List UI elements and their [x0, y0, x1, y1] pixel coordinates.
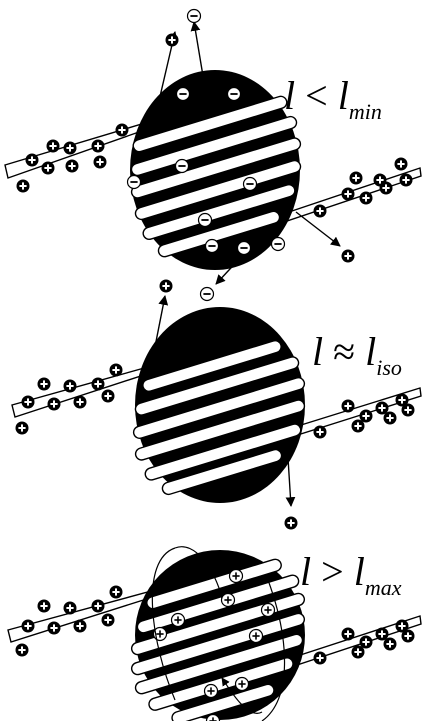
positive-charge-icon [15, 178, 31, 194]
positive-charge-icon [114, 122, 130, 138]
label-operator: ≈ [333, 329, 356, 374]
negative-charge-icon [204, 238, 220, 254]
positive-charge-icon [283, 515, 299, 531]
positive-charge-icon [62, 600, 78, 616]
positive-charge-icon [340, 186, 356, 202]
negative-charge-icon [186, 8, 202, 24]
positive-charge-icon [358, 190, 374, 206]
negative-charge-icon [236, 240, 252, 256]
positive-charge-icon [398, 172, 414, 188]
emission-arrow [190, 21, 206, 89]
positive-charge-icon [108, 362, 124, 378]
positive-charge-icon [350, 644, 366, 660]
negative-charge-icon [199, 286, 215, 302]
positive-charge-icon [312, 203, 328, 219]
positive-charge-icon [90, 138, 106, 154]
negative-charge-icon [174, 158, 190, 174]
positive-charge-icon [90, 376, 106, 392]
positive-charge-icon [100, 612, 116, 628]
label-base: l [337, 73, 349, 118]
positive-charge-icon [170, 612, 186, 628]
emission-arrow [285, 441, 296, 507]
positive-charge-icon [24, 152, 40, 168]
label-base: l [365, 329, 377, 374]
emission-arrow [295, 211, 341, 247]
label-variable: l [284, 73, 296, 118]
positive-charge-icon [108, 584, 124, 600]
label-variable: l [300, 549, 312, 594]
positive-charge-icon [14, 642, 30, 658]
positive-charge-icon [378, 180, 394, 196]
negative-charge-icon [226, 86, 242, 102]
positive-charge-icon [340, 626, 356, 642]
positive-charge-icon [382, 636, 398, 652]
positive-charge-icon [14, 420, 30, 436]
condition-label-max: l > lmax [300, 549, 401, 599]
positive-charge-icon [46, 396, 62, 412]
panel-2-diagram [11, 278, 422, 531]
condition-label-min: l < lmin [284, 73, 382, 123]
positive-charge-icon [312, 424, 328, 440]
positive-charge-icon [382, 410, 398, 426]
positive-charge-icon [72, 618, 88, 634]
label-variable: l [312, 329, 324, 374]
label-subscript: max [364, 575, 402, 600]
positive-charge-icon [228, 568, 244, 584]
panel-1-diagram [4, 8, 422, 302]
positive-charge-icon [340, 248, 356, 264]
panel-3-diagram [7, 546, 422, 721]
negative-charge-icon [126, 174, 142, 190]
positive-charge-icon [36, 376, 52, 392]
positive-charge-icon [20, 618, 36, 634]
positive-charge-icon [64, 158, 80, 174]
negative-charge-icon [197, 212, 213, 228]
positive-charge-icon [20, 394, 36, 410]
positive-charge-icon [164, 32, 180, 48]
circulation-arrow [221, 677, 263, 714]
circulation-arrow [261, 579, 286, 721]
positive-charge-icon [46, 620, 62, 636]
label-operator: > [321, 549, 344, 594]
label-subscript: iso [376, 355, 402, 380]
label-subscript: min [348, 99, 382, 124]
positive-charge-icon [220, 592, 236, 608]
positive-charge-icon [393, 156, 409, 172]
positive-charge-icon [90, 598, 106, 614]
positive-charge-icon [350, 418, 366, 434]
negative-charge-icon [175, 86, 191, 102]
positive-charge-icon [36, 598, 52, 614]
emission-arrow [149, 295, 169, 373]
negative-charge-icon [242, 176, 258, 192]
label-operator: < [305, 73, 328, 118]
positive-charge-icon [62, 378, 78, 394]
stripe-set [130, 95, 302, 258]
circulation-arrow [151, 547, 176, 701]
condition-label-iso: l ≈ liso [312, 329, 402, 379]
positive-charge-icon [400, 402, 416, 418]
positive-charge-icon [158, 278, 174, 294]
positive-charge-icon [62, 140, 78, 156]
positive-charge-icon [40, 160, 56, 176]
positive-charge-icon [348, 170, 364, 186]
positive-charge-icon [234, 676, 250, 692]
positive-charge-icon [72, 394, 88, 410]
left-wire [11, 364, 157, 418]
positive-charge-icon [203, 683, 219, 699]
positive-charge-icon [312, 650, 328, 666]
positive-charge-icon [45, 138, 61, 154]
left-wire [7, 589, 157, 643]
positive-charge-icon [248, 628, 264, 644]
positive-charge-icon [340, 398, 356, 414]
circulation-arrow [174, 546, 225, 599]
positive-charge-icon [100, 388, 116, 404]
emission-arrow [215, 255, 243, 285]
label-base: l [353, 549, 365, 594]
positive-charge-icon [400, 628, 416, 644]
positive-charge-icon [92, 154, 108, 170]
negative-charge-icon [270, 236, 286, 252]
positive-charge-icon [260, 602, 276, 618]
